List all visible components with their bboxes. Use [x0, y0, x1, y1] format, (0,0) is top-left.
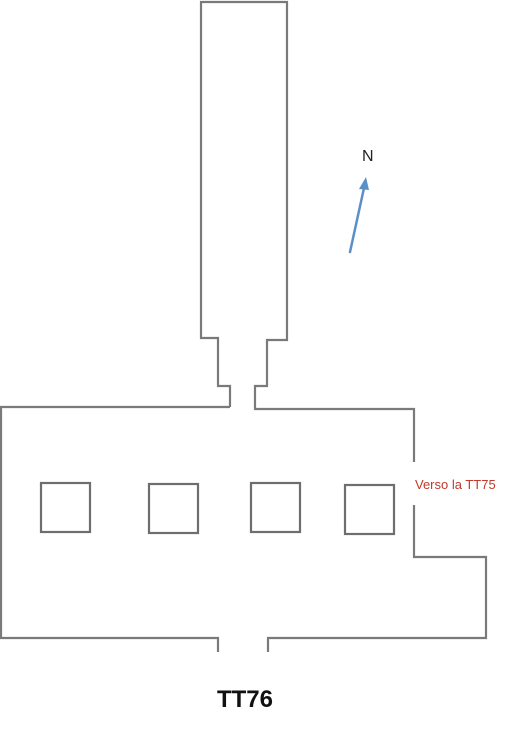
pillar-4: [343, 483, 396, 536]
direction-annotation: Verso la TT75: [415, 477, 496, 492]
north-arrow-icon: [348, 177, 369, 254]
north-label: N: [362, 148, 374, 165]
pillar-2: [147, 482, 200, 535]
hall-left-wall: [0, 405, 230, 652]
corridor-left-wall: [199, 0, 416, 462]
tomb-title: TT76: [217, 686, 273, 713]
hall-right-wall: [266, 505, 488, 652]
pillar-1: [39, 481, 92, 534]
pillar-3: [249, 481, 302, 534]
